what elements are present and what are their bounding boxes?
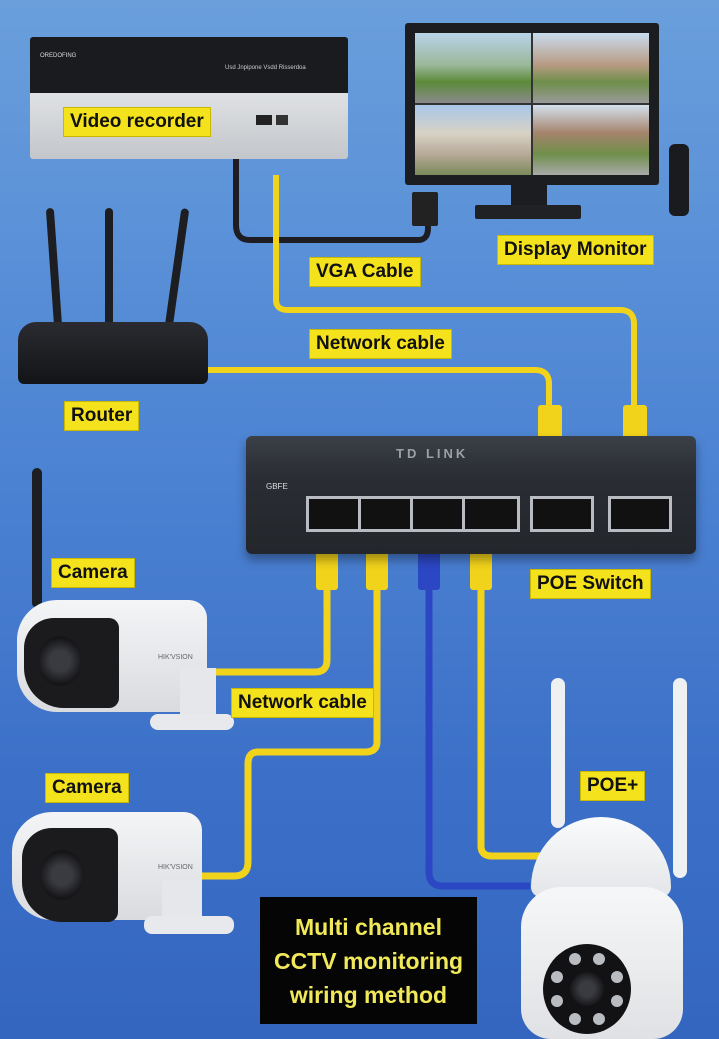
camera-antenna	[673, 678, 687, 878]
network-cable-camera-1	[210, 590, 331, 676]
label-poe-plus: POE+	[580, 771, 646, 801]
label-vga-cable: VGA Cable	[309, 257, 421, 287]
camera-brand: HIK'VSION	[158, 864, 193, 871]
title-line-2: CCTV monitoring	[273, 947, 464, 974]
label-poe-switch: POE Switch	[530, 569, 651, 599]
recorder-brand: OREDOFING	[40, 53, 77, 59]
camera-feed-1	[415, 33, 531, 103]
camera-lens	[38, 636, 82, 686]
ir-led	[610, 970, 623, 983]
network-cable-recorder-switch	[273, 175, 637, 410]
ir-led	[551, 970, 564, 983]
diagram-title: Multi channel CCTV monitoring wiring met…	[260, 897, 477, 1024]
poe-switch: TD LINK GBFE	[246, 436, 696, 554]
camera-brand: HIK'VSION	[158, 654, 193, 661]
remote-control	[669, 144, 689, 216]
usb-port	[256, 115, 272, 125]
display-monitor	[405, 23, 659, 223]
switch-port	[462, 496, 520, 532]
camera-feed-4	[533, 105, 649, 175]
label-display-monitor: Display Monitor	[497, 235, 654, 265]
network-cable-router-switch	[205, 367, 552, 410]
title-line-1: Multi channel	[295, 913, 442, 940]
ir-led	[593, 1012, 606, 1025]
network-cable-camera-2	[200, 590, 381, 880]
label-network-cable-top: Network cable	[309, 329, 452, 359]
camera-feed-3	[415, 105, 531, 175]
usb-port	[276, 115, 288, 125]
switch-port	[410, 496, 468, 532]
router-antenna	[105, 208, 113, 328]
bullet-camera-2: HIK'VSION	[12, 810, 234, 940]
switch-port	[358, 496, 416, 532]
camera-lens	[40, 850, 84, 900]
label-video-recorder: Video recorder	[63, 107, 211, 137]
vga-connector	[412, 192, 438, 226]
ir-led	[593, 953, 606, 966]
switch-port	[306, 496, 364, 532]
ptz-dome-camera	[515, 672, 715, 1039]
label-network-cable-mid: Network cable	[231, 688, 374, 718]
switch-brand: TD LINK	[396, 446, 469, 461]
title-line-3: wiring method	[289, 981, 448, 1008]
router	[18, 200, 208, 390]
camera-antenna	[551, 678, 565, 828]
camera-antenna	[32, 468, 42, 608]
network-cable-blue	[425, 590, 530, 890]
switch-uplink-port	[608, 496, 672, 532]
switch-model: GBFE	[266, 482, 288, 491]
video-recorder: OREDOFING Usd Jnpipone Vsdd Risserdoa	[30, 37, 348, 159]
camera-lens	[570, 972, 604, 1006]
label-camera-1: Camera	[51, 558, 135, 588]
ir-led	[551, 995, 564, 1008]
dome-lens-ring	[543, 944, 631, 1034]
bullet-camera-1: HIK'VSION	[12, 468, 242, 738]
ir-led	[568, 953, 581, 966]
switch-uplink-port	[530, 496, 594, 532]
recorder-panel-text: Usd Jnpipone Vsdd Risserdoa	[225, 65, 306, 71]
monitor-screen	[415, 33, 649, 175]
router-antenna	[45, 207, 63, 329]
router-antenna	[164, 208, 190, 328]
ir-led	[568, 1012, 581, 1025]
ir-led	[610, 995, 623, 1008]
label-camera-2: Camera	[45, 773, 129, 803]
vga-cable	[233, 150, 431, 243]
camera-feed-2	[533, 33, 649, 103]
network-cable-poe-plus	[477, 590, 540, 860]
label-router: Router	[64, 401, 140, 431]
